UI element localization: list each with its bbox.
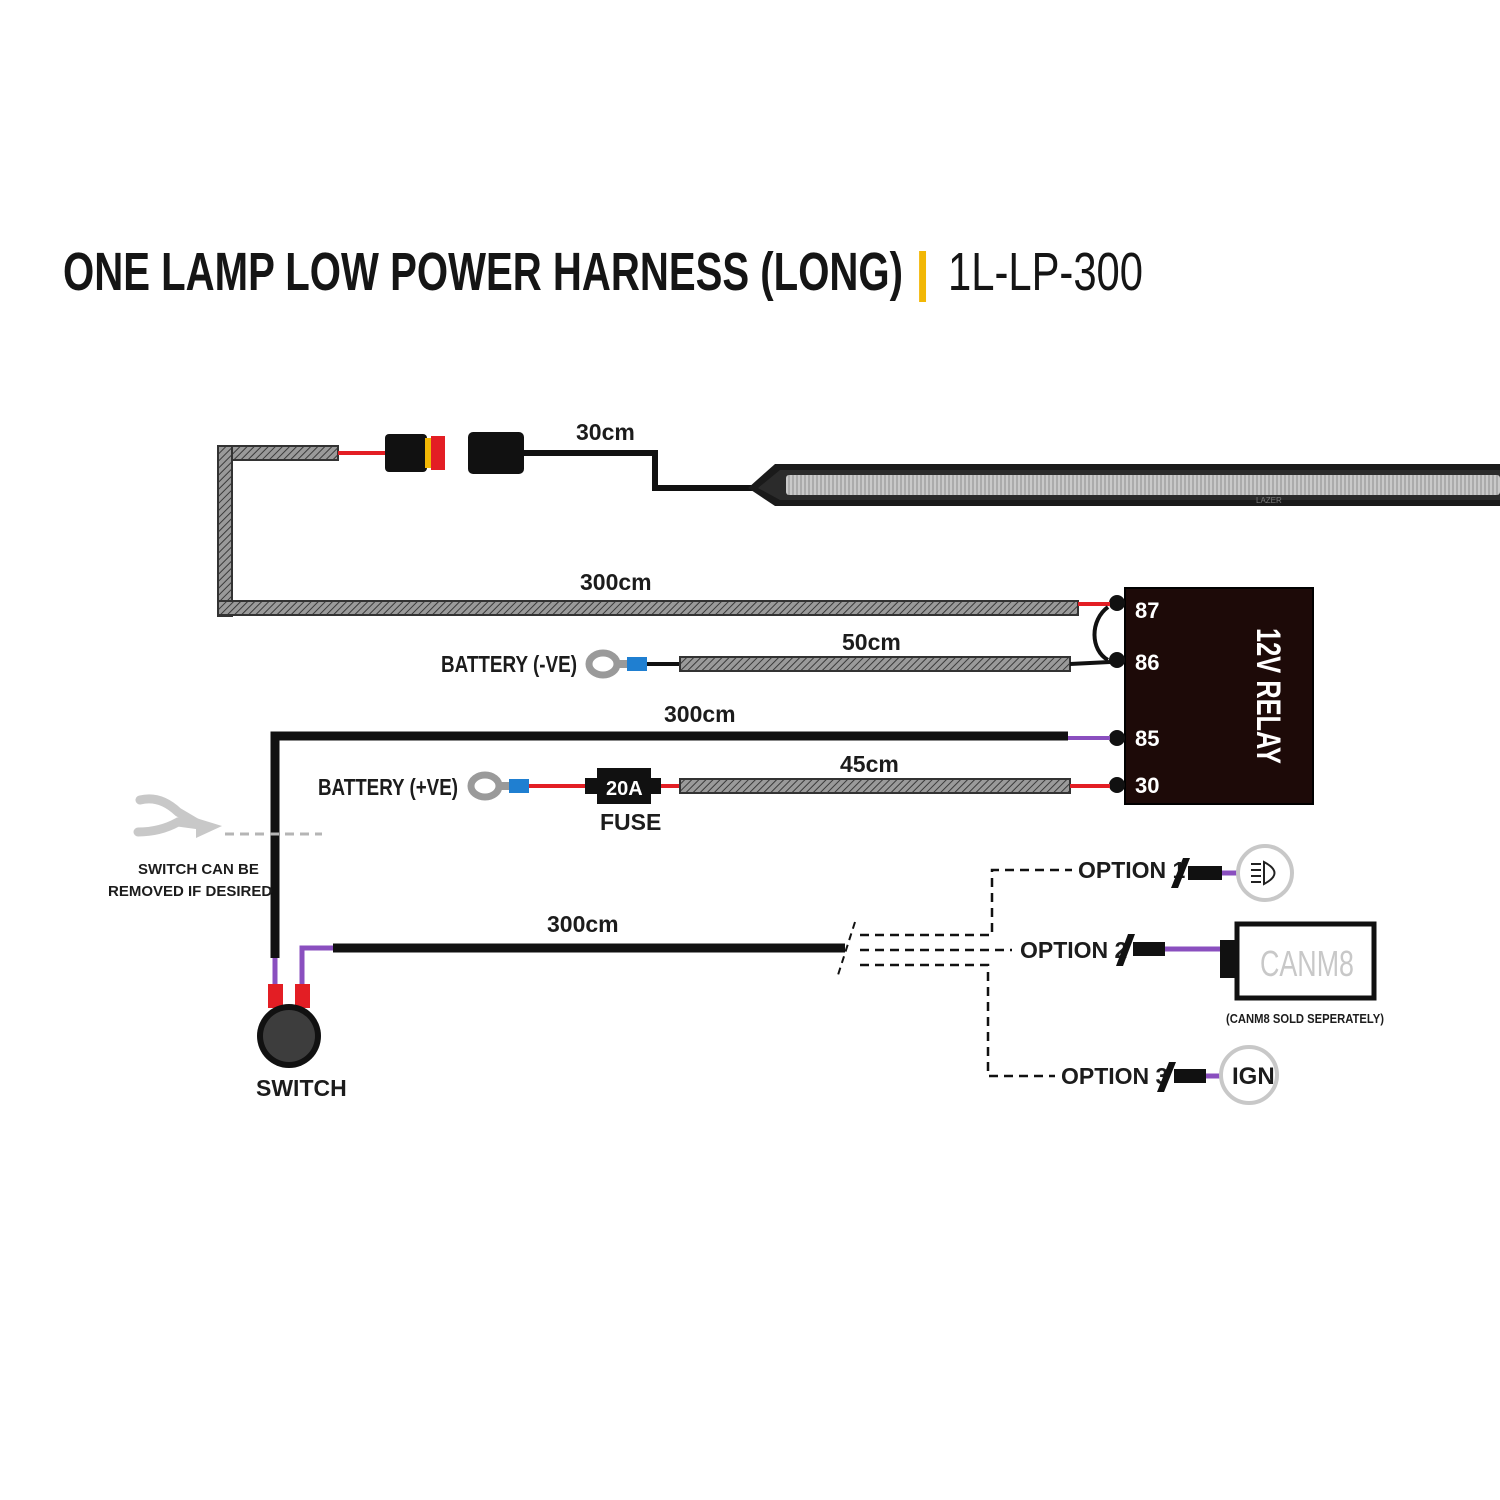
canm8-module	[1234, 921, 1377, 1001]
trigger-lead: 300cm	[333, 868, 1072, 1078]
switch-button-icon	[263, 1010, 315, 1062]
option3-label: OPTION 3	[1061, 1063, 1168, 1089]
headlight-beam-icon	[1251, 860, 1276, 886]
label-battery-negative: BATTERY (-VE)	[441, 651, 577, 677]
label-switch-feed-length: 300cm	[664, 701, 736, 727]
sleeve-ground	[679, 656, 1071, 672]
battery-positive-lead: BATTERY (+VE) 20A FUSE 45cm	[318, 751, 1110, 835]
option1-cut-mark	[1171, 858, 1190, 888]
option2-cut-mark	[1116, 934, 1135, 966]
switch-spade-a	[268, 984, 283, 1008]
terminal-insulator-blue-pos	[509, 779, 529, 793]
wire-jumper-86	[1092, 605, 1110, 662]
option1-label: OPTION 1	[1078, 857, 1186, 883]
option3-cut-mark	[1157, 1062, 1176, 1092]
ring-terminal-negative-icon	[585, 649, 621, 679]
fuse-rating: 20A	[606, 778, 643, 800]
option-3: OPTION 3 IGN	[1061, 1045, 1279, 1105]
relay-pin-86-terminal	[1109, 652, 1125, 668]
switch-spade-b	[295, 984, 310, 1008]
led-light-bar: LAZER	[748, 464, 1500, 506]
ignition-icon	[1219, 1045, 1279, 1105]
relay-pin-86: 86	[1135, 650, 1159, 675]
sleeve-left	[217, 445, 233, 617]
relay-pin-30: 30	[1135, 773, 1159, 798]
wire-black-86	[1069, 660, 1111, 666]
fuse-holder	[597, 768, 651, 804]
switch-label: SWITCH	[256, 1075, 347, 1101]
option-1: OPTION 1	[1078, 844, 1294, 902]
label-positive-length: 45cm	[840, 751, 899, 777]
label-main-run-length: 300cm	[580, 569, 652, 595]
sleeve-main	[217, 600, 1079, 616]
ring-terminal-positive-icon	[467, 771, 503, 801]
option2-label: OPTION 2	[1020, 937, 1127, 963]
canm8-note: (CANM8 SOLD SEPERATELY)	[1226, 1011, 1384, 1026]
switch-removal-note: SWITCH CAN BE REMOVED IF DESIRED	[108, 794, 322, 900]
option2-connector	[1133, 942, 1165, 956]
relay-pin-87-terminal	[1109, 595, 1125, 611]
canm8-label: CANM8	[1260, 943, 1354, 984]
battery-negative-lead: BATTERY (-VE) 50cm	[441, 629, 1111, 679]
option3-path	[860, 963, 1055, 1078]
lamp-connector-assembly: 30cm	[217, 419, 1079, 617]
label-lamp-lead-length: 30cm	[576, 419, 635, 445]
ring-terminal-neck-pos	[497, 782, 509, 790]
wire-lamp-lead	[524, 450, 760, 491]
switch-note-line1: SWITCH CAN BE	[138, 861, 259, 878]
relay-label: 12V RELAY	[1249, 628, 1287, 764]
fuse-holder-left	[585, 778, 599, 794]
sleeve-top	[217, 445, 339, 461]
light-bar-brand: LAZER	[1256, 496, 1282, 505]
relay-pin-87: 87	[1135, 598, 1159, 623]
relay-pin-85: 85	[1135, 726, 1159, 751]
label-ground-length: 50cm	[842, 629, 901, 655]
option-2: OPTION 2 CANM8 (CANM8 SOLD SEPERATELY)	[1020, 921, 1384, 1026]
relay-pin-30-terminal	[1109, 777, 1125, 793]
plug-male	[468, 432, 524, 474]
ignition-label: IGN	[1232, 1063, 1275, 1090]
sleeve-positive	[679, 778, 1071, 794]
title-main: ONE LAMP LOW POWER HARNESS (LONG)	[63, 242, 903, 302]
relay: 12V RELAY 87 86 85 30	[1109, 587, 1314, 805]
switch: SWITCH	[256, 945, 347, 1101]
plug-seal	[425, 438, 433, 468]
switch-feed-wire: 300cm	[270, 701, 1110, 958]
diagram-title: ONE LAMP LOW POWER HARNESS (LONG) | 1L-L…	[63, 242, 1143, 303]
option3-connector	[1174, 1069, 1206, 1083]
break-mark	[837, 921, 856, 976]
canm8-plug	[1220, 940, 1238, 978]
relay-body	[1124, 587, 1314, 805]
wire-purple-switch-b	[299, 945, 333, 986]
title-separator: |	[915, 242, 930, 303]
terminal-insulator-blue	[627, 657, 647, 671]
label-trigger-length: 300cm	[547, 911, 619, 937]
fuse-label: FUSE	[600, 809, 661, 835]
plug-tip	[431, 436, 445, 470]
plug-female	[385, 434, 427, 472]
option1-connector	[1188, 866, 1222, 880]
relay-pin-85-terminal	[1109, 730, 1125, 746]
ring-terminal-neck	[615, 660, 627, 668]
switch-note-line2: REMOVED IF DESIRED	[108, 883, 272, 900]
light-bar-leds	[786, 475, 1500, 495]
wire-cutter-icon	[133, 794, 222, 838]
title-code: 1L-LP-300	[948, 242, 1143, 302]
wire-black-switch-feed	[270, 731, 1068, 958]
option1-path	[860, 868, 1072, 937]
label-battery-positive: BATTERY (+VE)	[318, 774, 458, 800]
fuse-holder-right	[649, 778, 661, 794]
